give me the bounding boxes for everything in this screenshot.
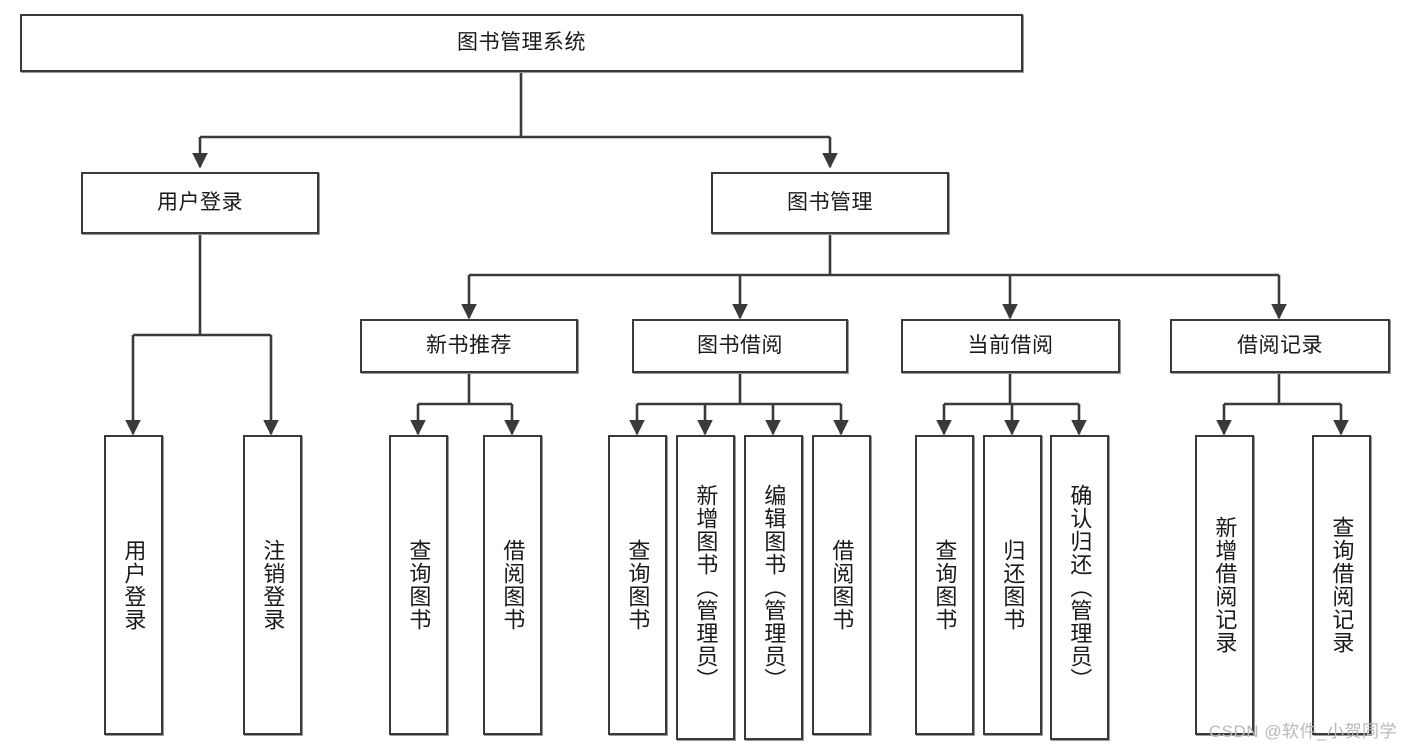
node-leaf-return-book[interactable]: 归还图书	[983, 435, 1042, 735]
node-label: 借阅记录	[1237, 333, 1323, 357]
node-label: 查询图书	[406, 539, 432, 631]
node-leaf-user-login[interactable]: 用户登录	[104, 435, 163, 735]
node-leaf-edit-book-admin[interactable]: 编辑图书（管理员）	[744, 435, 803, 740]
node-label: 新书推荐	[426, 333, 512, 357]
node-leaf-query-book-recommend[interactable]: 查询图书	[389, 435, 448, 735]
node-label: 借阅图书	[829, 539, 855, 631]
node-new-book-recommend[interactable]: 新书推荐	[360, 319, 578, 373]
node-label: 查询图书	[625, 539, 651, 631]
node-label: 图书管理	[787, 190, 873, 214]
node-current-borrow[interactable]: 当前借阅	[901, 319, 1120, 373]
node-label: 确认归还（管理员）	[1067, 484, 1093, 691]
watermark-text: CSDN @软件_小贺同学	[1208, 722, 1397, 741]
node-label: 用户登录	[157, 190, 243, 214]
node-label: 归还图书	[1000, 539, 1026, 631]
node-leaf-confirm-return-admin[interactable]: 确认归还（管理员）	[1050, 435, 1109, 740]
node-label: 借阅图书	[500, 539, 526, 631]
node-label: 当前借阅	[967, 333, 1054, 357]
node-label: 查询图书	[932, 539, 958, 631]
node-label: 用户登录	[121, 539, 147, 631]
node-label: 编辑图书（管理员）	[761, 484, 787, 691]
node-leaf-add-borrow-record[interactable]: 新增借阅记录	[1195, 435, 1254, 735]
node-label: 图书管理系统	[457, 30, 586, 54]
node-book-borrow[interactable]: 图书借阅	[632, 319, 848, 373]
node-book-management[interactable]: 图书管理	[711, 172, 949, 234]
node-leaf-query-borrow-record[interactable]: 查询借阅记录	[1312, 435, 1371, 735]
node-label: 注销登录	[260, 539, 286, 631]
node-leaf-query-book-current[interactable]: 查询图书	[915, 435, 974, 735]
node-label: 新增借阅记录	[1212, 516, 1238, 654]
node-label: 查询借阅记录	[1329, 516, 1355, 654]
node-leaf-query-book-borrow[interactable]: 查询图书	[608, 435, 667, 735]
node-leaf-borrow-book[interactable]: 借阅图书	[812, 435, 871, 735]
node-label: 图书借阅	[697, 333, 783, 357]
node-root-system[interactable]: 图书管理系统	[20, 14, 1023, 72]
node-user-login[interactable]: 用户登录	[81, 172, 319, 234]
node-leaf-logout[interactable]: 注销登录	[243, 435, 302, 735]
node-leaf-add-book-admin[interactable]: 新增图书（管理员）	[676, 435, 735, 740]
node-leaf-borrow-book-recommend[interactable]: 借阅图书	[483, 435, 542, 735]
node-label: 新增图书（管理员）	[693, 484, 719, 691]
node-borrow-record[interactable]: 借阅记录	[1170, 319, 1390, 373]
